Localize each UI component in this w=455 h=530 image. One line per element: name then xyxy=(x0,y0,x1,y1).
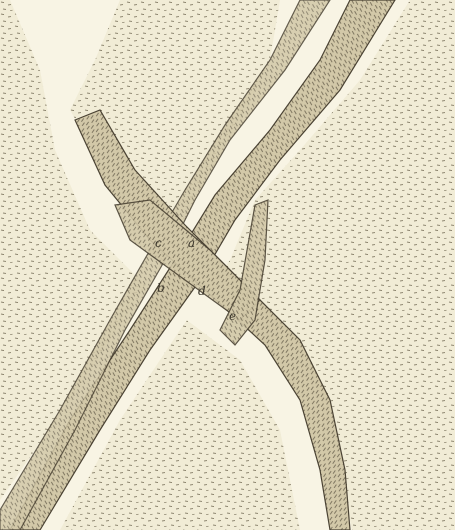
label-b: b xyxy=(157,281,165,295)
label-a: a xyxy=(188,236,195,250)
label-e: e xyxy=(229,309,236,323)
label-d: d xyxy=(198,284,206,298)
label-c: c xyxy=(155,236,162,250)
